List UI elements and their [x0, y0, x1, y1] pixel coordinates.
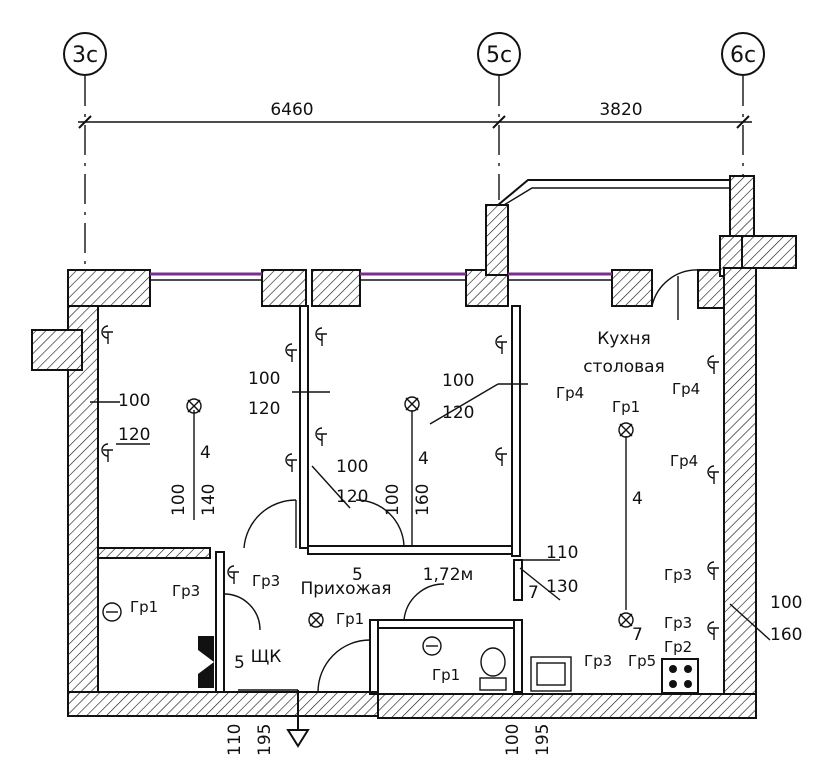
- wire-count: 4: [632, 489, 643, 509]
- interior-partitions: [97, 305, 523, 695]
- wire-count: 4: [418, 449, 429, 469]
- axis-marker-5c: 5c: [477, 32, 521, 200]
- group-label: Гр1: [432, 666, 460, 684]
- group-label: Гр3: [584, 652, 612, 670]
- axis-label-6c: 6c: [730, 43, 756, 68]
- wire-count: 5: [234, 653, 245, 673]
- fixtures: [198, 636, 699, 748]
- mount-height: 120: [248, 399, 280, 419]
- mount-height: 195: [533, 724, 553, 756]
- group-label: Гр2: [664, 638, 692, 656]
- mount-height: 130: [546, 577, 578, 597]
- ground-icon: [286, 690, 310, 748]
- dimension-line: 6460 3820: [78, 100, 752, 129]
- dimension-3820: 3820: [599, 100, 642, 120]
- socket-icon: [285, 343, 297, 362]
- socket-icon: [315, 427, 327, 446]
- mount-height: 110: [546, 543, 578, 563]
- mount-height: 120: [118, 425, 150, 445]
- hall-height-label: 1,72м: [423, 565, 474, 585]
- luminaire-icon: [102, 602, 122, 622]
- wire-count: 7: [528, 583, 539, 603]
- axis-label-5c: 5c: [486, 43, 512, 68]
- group-label: Гр3: [172, 582, 200, 600]
- socket-icon: [101, 443, 113, 462]
- luminaire-icon: [618, 422, 634, 438]
- socket-icon: [315, 327, 327, 346]
- hall-label: Прихожая: [300, 579, 391, 599]
- group-label: Гр4: [556, 384, 584, 402]
- socket-icon: [495, 335, 507, 354]
- luminaire-icon: [618, 612, 634, 628]
- mount-height: 100: [118, 391, 150, 411]
- loggia: [497, 179, 730, 206]
- mount-height: 100: [248, 369, 280, 389]
- numeric-annotations: 100 120 100 120 100 120 100 120 4 4 4 5 …: [118, 369, 802, 756]
- mount-height: 160: [770, 625, 802, 645]
- kitchen-label: Кухня: [597, 329, 651, 349]
- group-label: Гр5: [628, 652, 656, 670]
- mount-height: 100: [383, 484, 403, 516]
- luminaires: [102, 396, 634, 656]
- mount-height: 160: [413, 484, 433, 516]
- panel-label: ЩК: [251, 647, 282, 667]
- wire-count: 7: [632, 625, 643, 645]
- kitchen-label-2: столовая: [583, 357, 665, 377]
- socket-icon: [101, 325, 113, 344]
- axis-label-3c: 3c: [72, 43, 98, 68]
- mount-height: 100: [442, 371, 474, 391]
- group-label: Гр3: [664, 614, 692, 632]
- wire-count: 4: [200, 443, 211, 463]
- socket-icon: [495, 447, 507, 466]
- mount-height: 100: [336, 457, 368, 477]
- socket-icon: [227, 565, 239, 584]
- group-labels: Гр4 Гр1 Гр4 Гр4 Гр3 Гр3 Гр2 Гр3 Гр5 Гр3 …: [130, 380, 700, 684]
- mount-height: 120: [442, 403, 474, 423]
- group-label: Гр4: [670, 452, 698, 470]
- mount-height: 110: [225, 724, 245, 756]
- exterior-walls: [31, 175, 797, 719]
- wire-count: 5: [352, 565, 363, 585]
- group-label: Гр3: [252, 572, 280, 590]
- socket-icon: [707, 355, 719, 374]
- socket-icon: [707, 621, 719, 640]
- panel-icon: [198, 636, 214, 688]
- mount-height: 100: [169, 484, 189, 516]
- sockets: [101, 325, 719, 640]
- windows: [150, 272, 612, 281]
- socket-icon: [707, 465, 719, 484]
- luminaire-icon: [422, 636, 442, 656]
- mount-height: 120: [336, 487, 368, 507]
- wiring: [90, 383, 771, 691]
- mount-height: 195: [255, 724, 275, 756]
- axis-marker-3c: 3c: [63, 32, 107, 290]
- luminaire-icon: [186, 398, 202, 414]
- mount-height: 140: [199, 484, 219, 516]
- luminaire-icon: [404, 396, 420, 412]
- socket-icon: [707, 561, 719, 580]
- dimension-6460: 6460: [270, 100, 313, 120]
- stove-icon: [661, 658, 699, 694]
- group-label: Гр1: [612, 398, 640, 416]
- group-label: Гр4: [672, 380, 700, 398]
- sink-icon: [530, 656, 572, 692]
- axis-marker-6c: 6c: [721, 32, 765, 180]
- socket-icon: [285, 453, 297, 472]
- toilet-icon: [479, 647, 507, 691]
- group-label: Гр1: [336, 610, 364, 628]
- luminaire-icon: [308, 612, 324, 628]
- mount-height: 100: [503, 724, 523, 756]
- mount-height: 100: [770, 593, 802, 613]
- doors: [223, 269, 699, 693]
- group-label: Гр1: [130, 598, 158, 616]
- group-label: Гр3: [664, 566, 692, 584]
